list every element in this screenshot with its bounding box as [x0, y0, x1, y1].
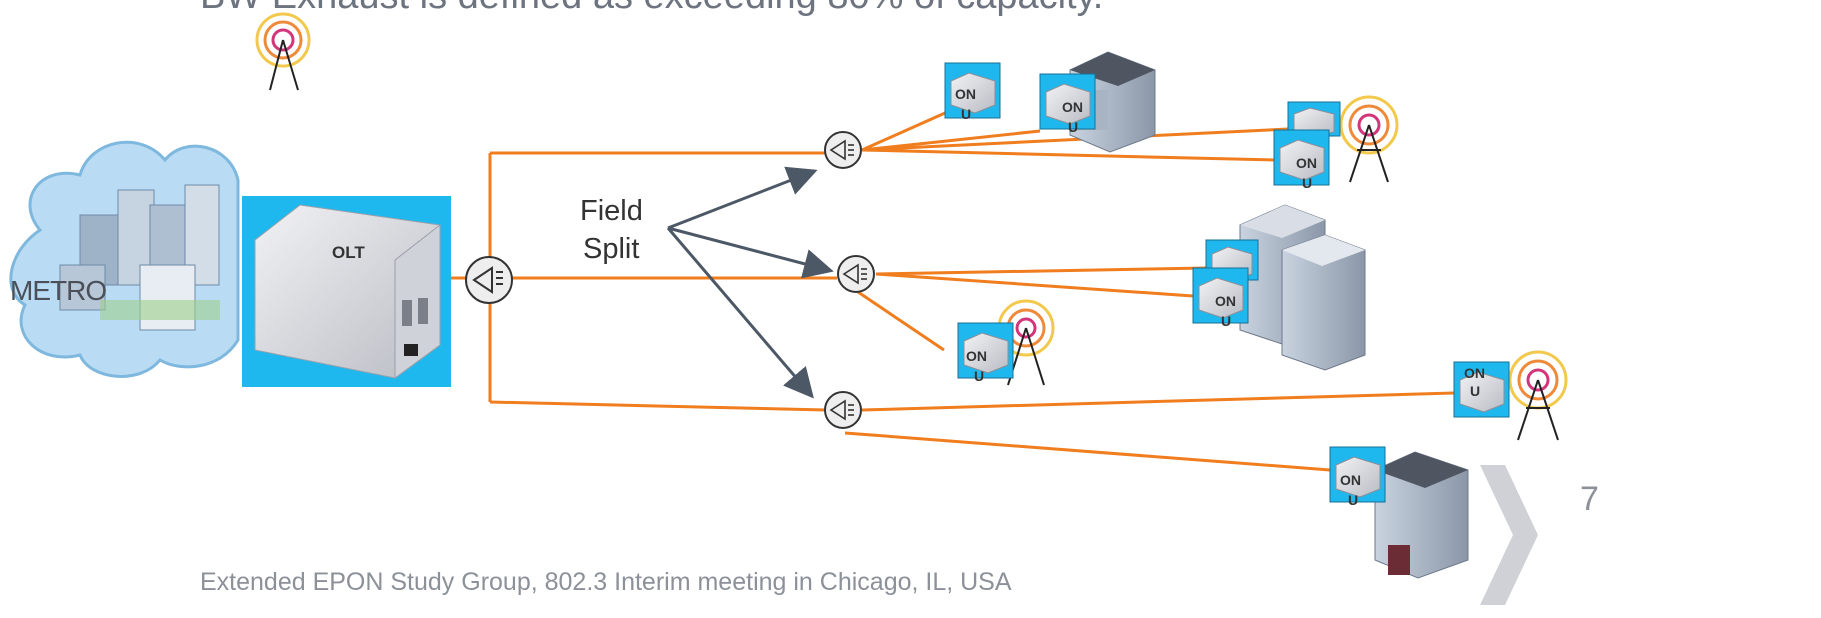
onu-device-8: ON U: [1453, 361, 1510, 418]
header-text: BW Exhaust is defined as exceeding 80% o…: [200, 0, 1103, 17]
arrow-to-middle-splitter: [667, 226, 834, 279]
main-splitter: [465, 256, 513, 304]
field-split-line1: Field: [580, 195, 643, 227]
onu-device-7: ON U: [957, 322, 1014, 384]
olt-label: OLT: [332, 243, 365, 262]
field-split-line2: Split: [583, 233, 639, 265]
arrow-to-bottom-splitter: [666, 227, 814, 399]
onu-label-line2: U: [1348, 492, 1358, 508]
onu-label-line1: ON: [1340, 472, 1361, 488]
field-splitter-middle: [837, 255, 875, 293]
cell-tower-top: [255, 12, 311, 91]
onu-label-line2: U: [1470, 383, 1480, 399]
onu-label-line1: ON: [955, 86, 976, 102]
onu-device-6: ON U: [1192, 267, 1249, 329]
building-bottom: [1374, 451, 1469, 579]
onu-label-line1: ON: [1215, 293, 1236, 309]
field-split-annotation: Field Split: [580, 166, 834, 399]
onu-label-line2: U: [1221, 313, 1231, 329]
footer-text: Extended EPON Study Group, 802.3 Interim…: [200, 568, 1012, 596]
next-chevron-icon: [1480, 465, 1538, 605]
onu-label-line1: ON: [1062, 99, 1083, 115]
onu-device-4: ON U: [1273, 129, 1330, 191]
onu-label-line1: ON: [966, 348, 987, 364]
onu-device-2: ON U: [1039, 73, 1096, 135]
onu-device-1: ON U: [944, 62, 1001, 122]
field-splitter-bottom: [824, 391, 862, 429]
onu-device-9: ON U: [1329, 446, 1386, 508]
cell-tower-bottom-right: [1508, 350, 1568, 441]
onu-label-line1: ON: [1296, 155, 1317, 171]
onu-label-line2: U: [974, 368, 984, 384]
metro-cloud: METRO: [9, 140, 240, 378]
olt-device: OLT: [242, 196, 451, 387]
arrow-to-top-splitter: [667, 166, 818, 230]
onu-label-line2: U: [961, 106, 971, 122]
field-splitter-top: [824, 131, 862, 169]
metro-label: METRO: [10, 275, 106, 306]
page-number: 7: [1580, 480, 1599, 518]
onu-label-line1: ON: [1464, 365, 1485, 381]
cell-tower-top-right: [1339, 95, 1399, 183]
building-tall-pair: [1239, 204, 1366, 371]
onu-label-line2: U: [1302, 175, 1312, 191]
fiber-lines: [450, 111, 1455, 472]
onu-label-line2: U: [1068, 119, 1078, 135]
